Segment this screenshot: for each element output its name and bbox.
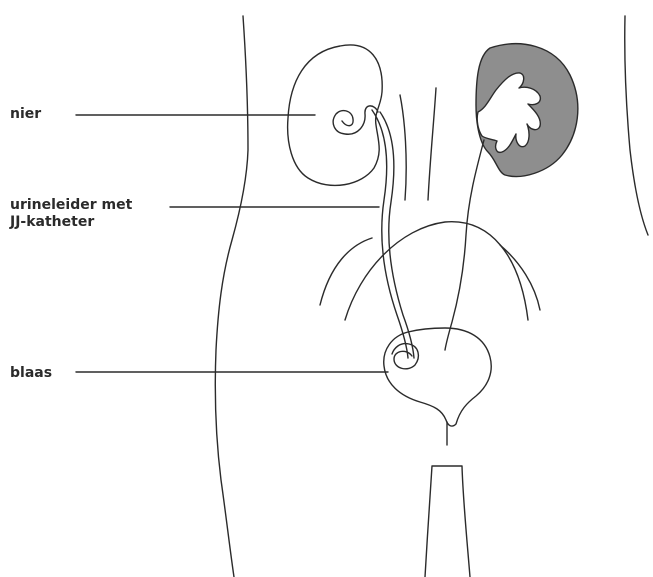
label-kidney: nier xyxy=(10,106,41,123)
spine-right-line xyxy=(428,88,436,200)
label-bladder: blaas xyxy=(10,365,52,382)
urethra-bottom-shape xyxy=(425,466,470,577)
body-outline-right xyxy=(625,16,648,235)
label-bladder-text: blaas xyxy=(10,365,52,382)
label-ureter-line2: JJ-katheter xyxy=(10,214,132,231)
pelvis-right-arc xyxy=(500,245,540,310)
left-ureter-outer xyxy=(372,110,408,358)
ureter-stent-coil-upper xyxy=(333,106,378,134)
label-ureter-with-stent: urineleider met JJ-katheter xyxy=(10,197,132,231)
pelvis-left-arc xyxy=(320,238,372,305)
bladder xyxy=(384,328,491,426)
label-ureter-line1: urineleider met xyxy=(10,197,132,214)
right-ureter xyxy=(445,140,484,350)
spine-left-line xyxy=(400,95,406,200)
body-outline-left xyxy=(215,16,248,577)
pelvis-inner-arc xyxy=(345,222,528,320)
label-kidney-text: nier xyxy=(10,106,41,123)
